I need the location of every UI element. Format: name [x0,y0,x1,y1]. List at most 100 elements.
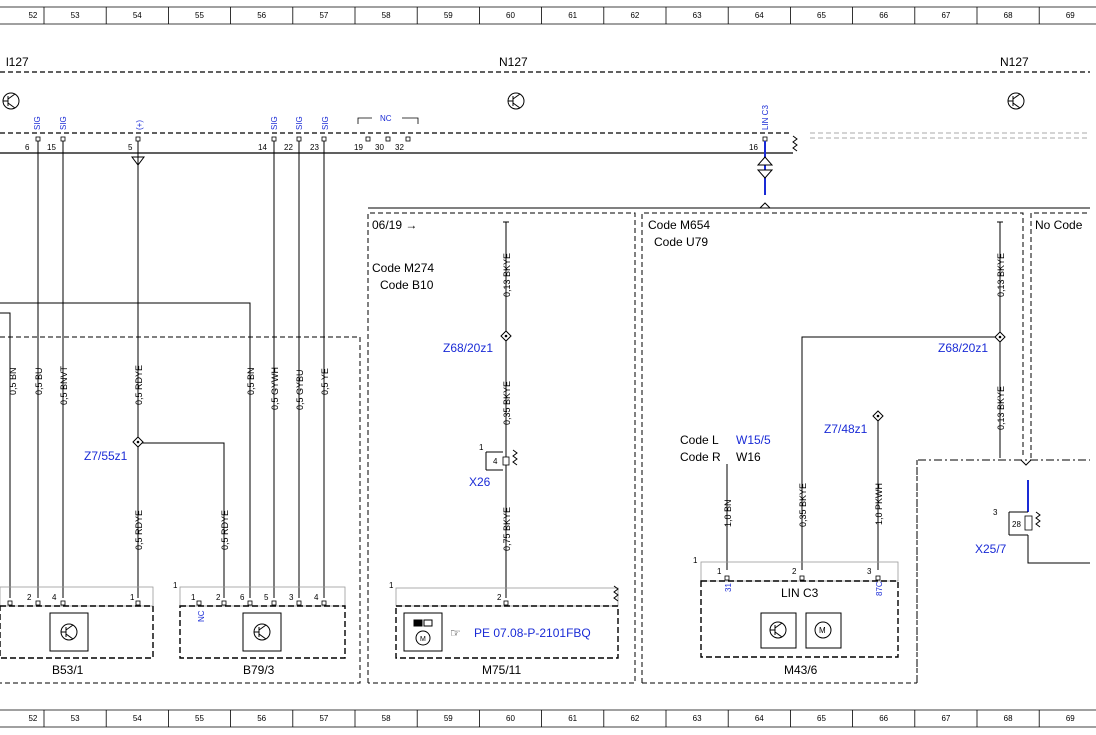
svg-text:0,5 BN: 0,5 BN [8,367,18,395]
svg-text:5: 5 [264,593,269,602]
sig-label: SIG [59,116,68,130]
lin-c3-vertical-label: LIN C3 [761,105,770,130]
svg-text:0,5 BN: 0,5 BN [246,367,256,395]
ruler-number: 64 [755,714,764,723]
ruler-number: 55 [195,11,204,20]
ruler-number: 62 [630,714,639,723]
code-m274-label: Code M274 [372,261,434,275]
ruler-number: 60 [506,714,515,723]
no-code-label: No Code [1035,218,1083,232]
lin-c3-component-label: LIN C3 [781,586,819,600]
wire-labels-left: 0,5 BN 0,5 BU 0,5 BNVT 0,5 RDYE 0,5 BN 0… [8,365,330,550]
svg-text:6: 6 [240,593,245,602]
svg-text:14: 14 [258,143,267,152]
wire-labels-mid: 0,13 BKYE 0,35 BKYE 0,75 BKYE [502,253,512,551]
svg-text:0,35 BKYE: 0,35 BKYE [502,381,512,425]
svg-text:0,13 BKYE: 0,13 BKYE [996,253,1006,297]
ruler-number: 68 [1004,11,1013,20]
svg-text:1,0 BN: 1,0 BN [723,499,733,527]
ruler-number: 65 [817,11,826,20]
ruler-number: 66 [879,11,888,20]
code-r-label: Code R [680,450,721,464]
code-l-label: Code L [680,433,719,447]
ruler-number: 65 [817,714,826,723]
ruler-number: 56 [257,714,266,723]
date-label: 06/19 → [372,218,417,232]
sig-label: SIG [295,116,304,130]
ruler-number: 58 [382,11,391,20]
svg-text:23: 23 [310,143,319,152]
svg-text:1: 1 [173,581,178,590]
z68-20z1-label: Z68/20z1 [938,341,988,355]
bus-pin-numbers: 6 15 5 14 22 23 19 30 32 16 [25,143,758,152]
ruler-number: 55 [195,714,204,723]
transistor-icon [1007,92,1025,110]
z7-48z1-label: Z7/48z1 [824,422,868,436]
svg-text:1: 1 [693,556,698,565]
ruler-number: 54 [133,11,142,20]
svg-text:28: 28 [1012,520,1021,529]
code-u79-label: Code U79 [654,235,708,249]
x25-7-label: X25/7 [975,542,1007,556]
svg-text:22: 22 [284,143,293,152]
m43-6-label: M43/6 [784,663,818,677]
plus-label: (+) [135,120,144,130]
ruler-number: 68 [1004,714,1013,723]
x26-label: X26 [469,475,491,489]
svg-text:3: 3 [289,593,294,602]
ruler-number: 62 [630,11,639,20]
ruler-number: 60 [506,11,515,20]
ruler-number: 69 [1066,11,1075,20]
code-b10-label: Code B10 [380,278,434,292]
svg-text:31: 31 [724,583,733,592]
transistor-icon [2,92,20,110]
transistor-icon [769,621,787,639]
ruler-number: 61 [568,11,577,20]
ruler-number: 57 [319,11,328,20]
ruler-number: 67 [941,714,950,723]
svg-text:0,13 BKYE: 0,13 BKYE [502,253,512,297]
pe-reference-link[interactable]: PE 07.08-P-2101FBQ [474,626,591,640]
n127-right-label: N127 [1000,55,1029,69]
z7-55z1-label: Z7/55z1 [84,449,128,463]
sig-label: SIG [33,116,42,130]
ruler-number: 64 [755,11,764,20]
m75-11-label: M75/11 [482,663,521,677]
svg-text:M: M [819,626,826,635]
svg-text:1: 1 [479,443,484,452]
wire-labels-right: 1,0 BN 0,35 BKYE 1,0 PKWH 0,13 BKYE 0,13… [723,253,1006,527]
svg-text:16: 16 [749,143,758,152]
svg-text:0,5 RDYE: 0,5 RDYE [220,510,230,550]
top-ruler [0,6,1096,25]
svg-text:15: 15 [47,143,56,152]
svg-text:1,0 PKWH: 1,0 PKWH [874,483,884,525]
svg-text:1: 1 [130,593,135,602]
ruler-number: 59 [444,11,453,20]
ruler-number: 56 [257,11,266,20]
svg-text:0,75 BKYE: 0,75 BKYE [502,507,512,551]
svg-text:1: 1 [191,593,196,602]
svg-text:1: 1 [717,567,722,576]
ruler-number: 66 [879,714,888,723]
svg-text:0,5 GYBU: 0,5 GYBU [295,369,305,410]
ruler-number: 58 [382,714,391,723]
b79-3-label: B79/3 [243,663,275,677]
code-m654-label: Code M654 [648,218,710,232]
svg-text:0,5 GYWH: 0,5 GYWH [270,367,280,410]
motor-icon [413,619,433,646]
svg-text:0,5 RDYE: 0,5 RDYE [134,510,144,550]
transistor-icon [253,623,271,641]
bottom-ruler [0,709,1096,728]
svg-text:4: 4 [52,593,57,602]
sig-label: SIG [321,116,330,130]
nc-pin-label: NC [197,610,206,622]
svg-text:30: 30 [375,143,384,152]
svg-text:0,35 BKYE: 0,35 BKYE [798,483,808,527]
nc-label: NC [380,114,392,123]
svg-text:2: 2 [216,593,221,602]
n127-left-label: l127 [6,55,29,69]
ruler-number: 63 [693,11,702,20]
ruler-number: 52 [28,11,37,20]
b53-1-label: B53/1 [52,663,84,677]
